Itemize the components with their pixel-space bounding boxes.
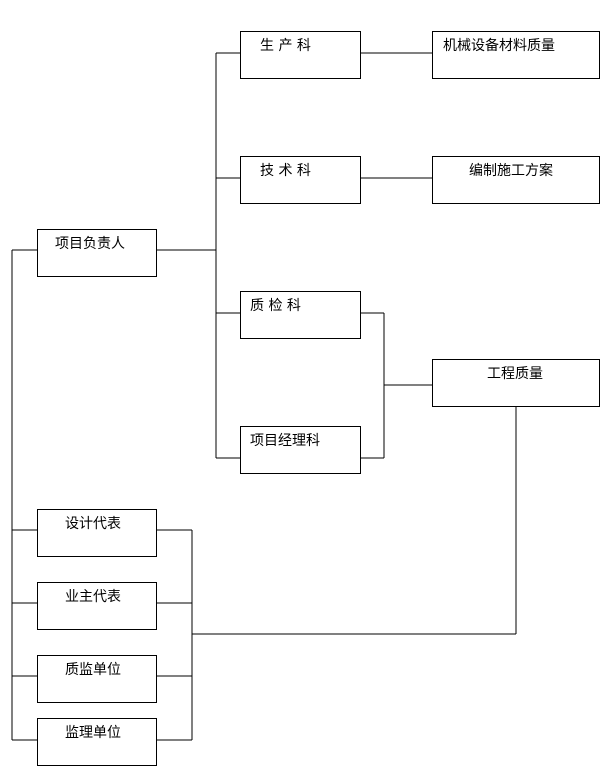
box-quality-inspection-dept-label: 质 检 科 [250,298,301,314]
box-project-manager: 项目负责人 [37,229,157,277]
box-technical-dept-label: 技 术 科 [260,163,311,179]
box-technical-dept: 技 术 科 [240,156,361,204]
box-machinery-quality-label: 机械设备材料质量 [443,38,555,54]
box-supervision-unit-label: 监理单位 [65,725,121,741]
box-project-manager-dept: 项目经理科 [240,426,361,474]
box-quality-supervision: 质监单位 [37,655,157,703]
box-quality-inspection-dept: 质 检 科 [240,291,361,339]
box-quality-supervision-label: 质监单位 [65,662,121,678]
box-design-rep: 设计代表 [37,509,157,557]
box-machinery-quality: 机械设备材料质量 [432,31,600,79]
box-owner-rep: 业主代表 [37,582,157,630]
box-project-manager-dept-label: 项目经理科 [250,433,320,449]
box-owner-rep-label: 业主代表 [65,589,121,605]
box-construction-plan: 编制施工方案 [432,156,600,204]
box-engineering-quality: 工程质量 [432,359,600,407]
box-project-manager-label: 项目负责人 [55,236,125,252]
box-production-dept-label: 生 产 科 [260,38,311,54]
box-production-dept: 生 产 科 [240,31,361,79]
box-design-rep-label: 设计代表 [65,516,121,532]
box-supervision-unit: 监理单位 [37,718,157,766]
box-engineering-quality-label: 工程质量 [487,366,543,382]
box-construction-plan-label: 编制施工方案 [469,163,553,179]
